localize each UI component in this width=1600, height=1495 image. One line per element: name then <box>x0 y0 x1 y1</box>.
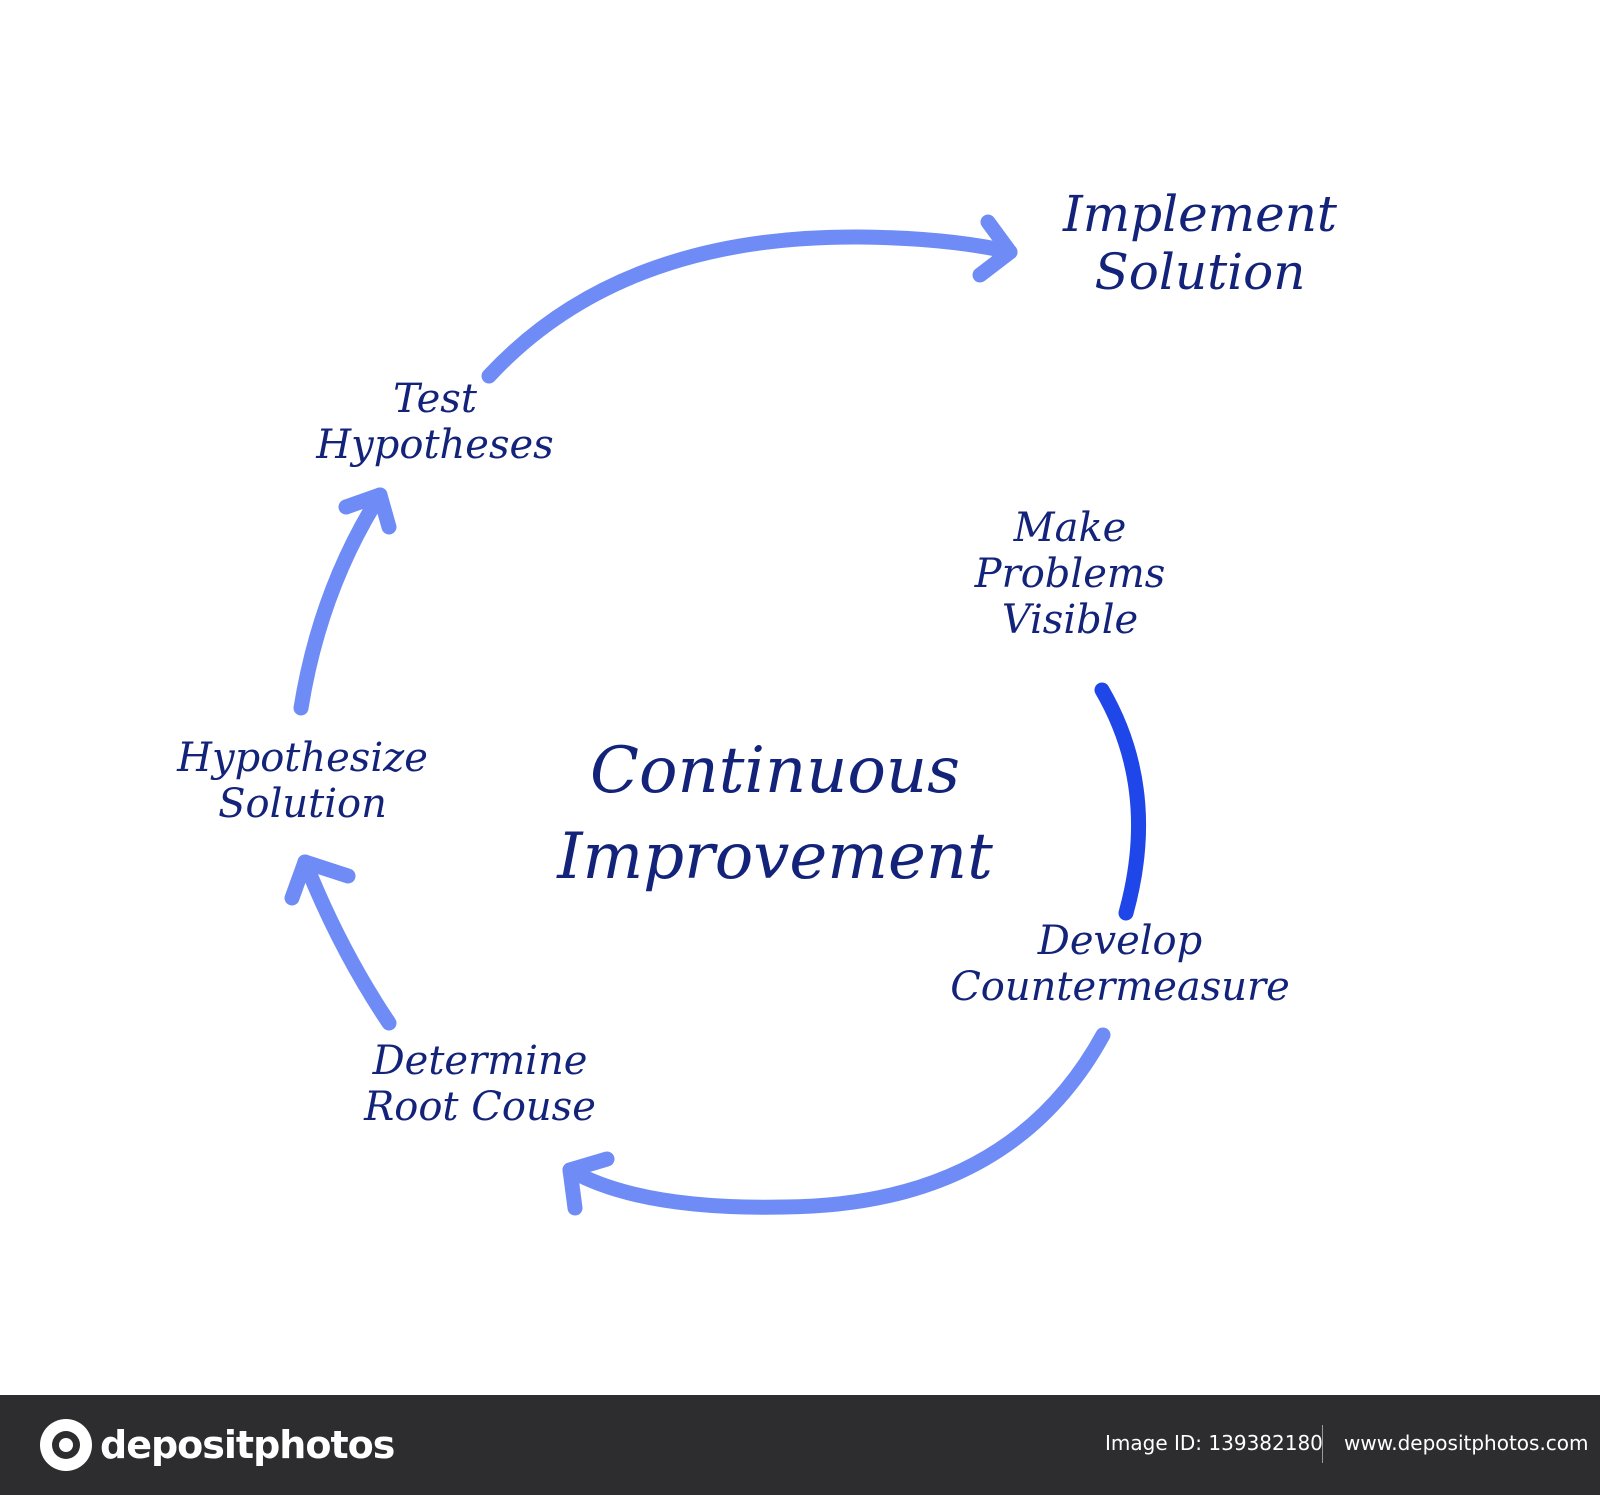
camera-logo-icon <box>40 1419 92 1471</box>
stage-test-line-2: Hypotheses <box>316 422 554 468</box>
stage-implement-line-1: Implement <box>1062 185 1338 243</box>
arrow-test-to-implement <box>481 229 1018 384</box>
arrow-head-hypothesize <box>284 854 356 906</box>
brand-logo[interactable]: depositphotos <box>40 1415 395 1475</box>
arrow-head-rootcause <box>562 1151 615 1216</box>
stage-develop-countermeasure: Develop Countermeasure <box>880 918 1360 1010</box>
diagram-canvas: Continuous Improvement Implement Solutio… <box>130 185 1390 1216</box>
arrow-countermeasure-to-rootcause <box>562 1027 1111 1215</box>
arrow-head-test <box>338 487 397 535</box>
stage-visible-line-2: Problems <box>974 551 1166 597</box>
stage-visible-line-1: Make <box>1013 505 1127 551</box>
footer-divider <box>1322 1425 1323 1463</box>
stage-implement-solution: Implement Solution <box>1010 185 1390 301</box>
stage-rootcause-line-1: Determine <box>372 1038 588 1084</box>
arrow-rootcause-to-hypothesize <box>297 854 397 1031</box>
stage-countermeasure-line-1: Develop <box>1037 918 1203 964</box>
brand-name: depositphotos <box>100 1423 395 1467</box>
stage-test-hypotheses: Test Hypotheses <box>280 376 590 468</box>
center-title-line-2: Improvement <box>557 820 993 895</box>
site-url-link[interactable]: www.depositphotos.com <box>1344 1431 1589 1455</box>
image-id-text: Image ID: 139382180 <box>1105 1431 1323 1455</box>
cycle-arrows <box>284 214 1147 1216</box>
stage-make-problems-visible: Make Problems Visible <box>920 505 1220 643</box>
stage-countermeasure-line-2: Countermeasure <box>950 964 1290 1010</box>
stage-test-line-1: Test <box>393 376 477 422</box>
stage-hypothesize-solution: Hypothesize Solution <box>130 735 475 827</box>
arrow-hypothesize-to-test <box>293 487 388 716</box>
stage-rootcause-line-2: Root Couse <box>364 1084 596 1130</box>
stage-implement-line-2: Solution <box>1094 242 1306 301</box>
stage-determine-root-cause: Determine Root Couse <box>320 1038 640 1130</box>
center-title-line-1: Continuous <box>590 734 960 808</box>
stage-visible-line-3: Visible <box>1001 597 1139 643</box>
stage-hypothesize-line-1: Hypothesize <box>177 735 428 781</box>
arrow-head-implement <box>972 214 1018 283</box>
center-title: Continuous Improvement <box>465 728 1085 901</box>
arrow-visible-to-countermeasure <box>1094 682 1147 921</box>
stage-hypothesize-line-2: Solution <box>218 781 387 827</box>
footer-bar: depositphotos Image ID: 139382180 www.de… <box>0 1395 1600 1495</box>
